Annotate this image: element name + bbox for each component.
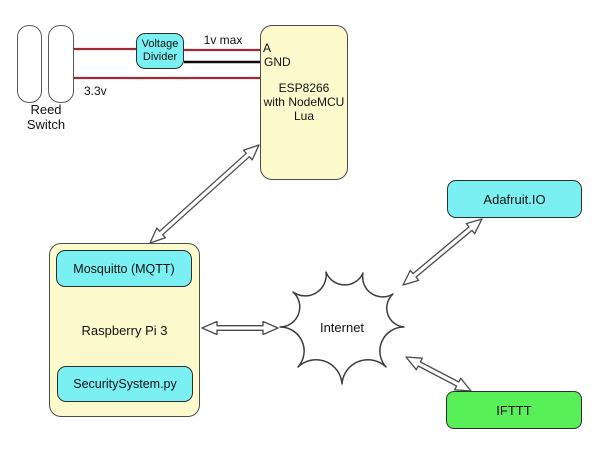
esp8266-label-line2: with NodeMCU	[263, 95, 345, 109]
esp8266-node[interactable]	[260, 25, 348, 180]
pin-label-gnd: GND	[264, 55, 291, 69]
wire-label-1v-max: 1v max	[203, 33, 243, 47]
reed-switch-left-contact	[17, 25, 42, 103]
adafruit-io-node[interactable]: Adafruit.IO	[447, 180, 582, 218]
mosquitto-label: Mosquitto (MQTT)	[73, 261, 175, 276]
wire-label-3v3: 3.3v	[84, 84, 107, 98]
security-script-label: SecuritySystem.py	[73, 377, 177, 391]
internet-cloud-shape	[279, 271, 405, 385]
internet-label: Internet	[319, 320, 365, 335]
reed-switch-label-line1: Reed	[30, 102, 62, 117]
reed-switch-right-contact	[48, 25, 74, 103]
reed-switch-label: Reed Switch	[8, 102, 84, 132]
arrow-rpi-to-internet	[201, 320, 279, 336]
ifttt-label: IFTTT	[496, 402, 532, 418]
ifttt-node[interactable]: IFTTT	[446, 391, 582, 429]
arrow-esp-to-rpi	[149, 144, 260, 244]
voltage-divider-label-line1: Voltage	[141, 38, 179, 50]
arrow-internet-to-adafruit	[402, 218, 483, 286]
esp8266-label-line3: Lua	[293, 109, 315, 123]
voltage-divider-label-line2: Divider	[142, 51, 178, 63]
pin-label-a: A	[263, 41, 272, 55]
voltage-divider-node[interactable]: Voltage Divider	[136, 33, 184, 69]
reed-switch-label-line2: Switch	[26, 117, 66, 132]
mosquitto-node[interactable]: Mosquitto (MQTT)	[56, 250, 192, 287]
security-script-node[interactable]: SecuritySystem.py	[57, 366, 193, 402]
esp8266-label: ESP8266 with NodeMCU Lua	[260, 81, 348, 123]
esp8266-label-line1: ESP8266	[278, 81, 330, 95]
arrow-internet-to-ifttt	[405, 356, 472, 392]
raspberry-pi-label: Raspberry Pi 3	[81, 323, 168, 338]
adafruit-io-label: Adafruit.IO	[483, 191, 546, 207]
